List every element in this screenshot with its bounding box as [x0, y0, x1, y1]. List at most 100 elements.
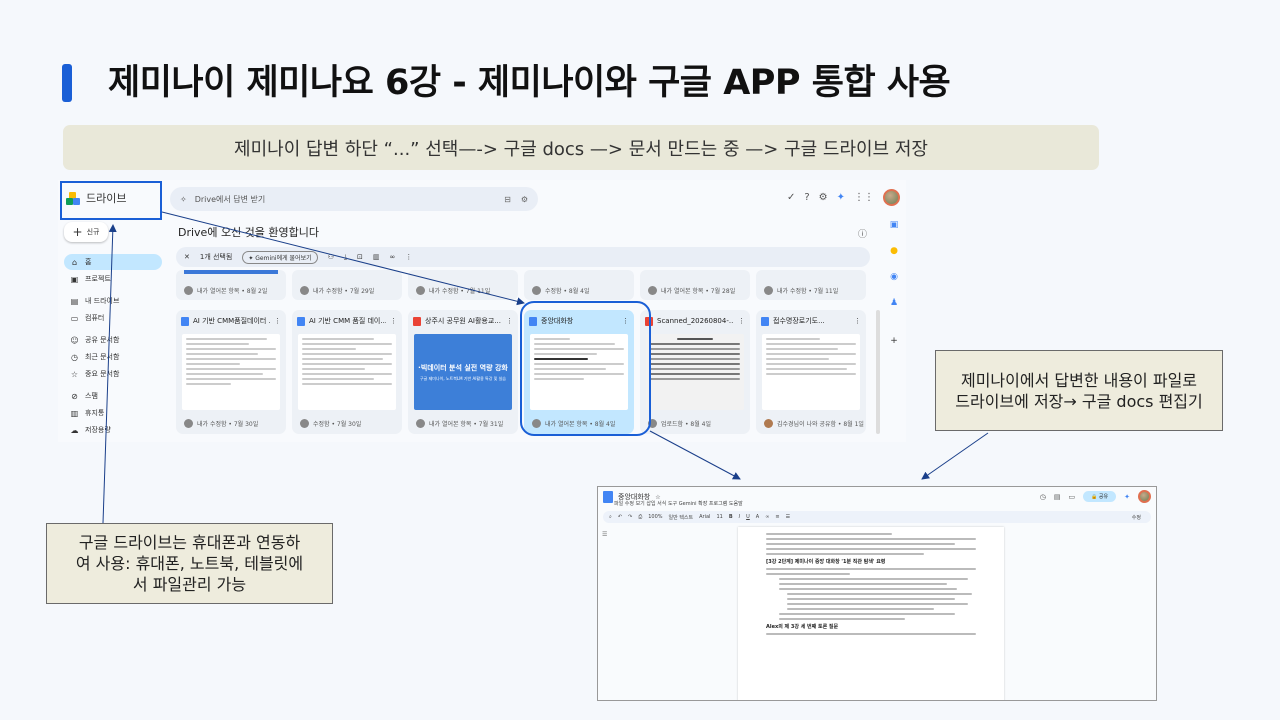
drive-logo[interactable]: 드라이브 [66, 190, 126, 206]
sidebar-item-trash[interactable]: ▥휴지통 [64, 405, 162, 421]
close-selection-icon[interactable]: ✕ [184, 253, 190, 261]
keep-icon[interactable]: ● [890, 246, 898, 256]
file-thumbnail [298, 334, 396, 410]
callout-text: 구글 드라이브는 휴대폰과 연동하여 사용: 휴대폰, 노트북, 테블릿에서 파… [75, 533, 304, 594]
undo-icon[interactable]: ↶ [617, 514, 623, 520]
underline-icon[interactable]: U [746, 514, 750, 520]
sidebar-item-projects[interactable]: ▣프로젝트 [64, 271, 162, 287]
download-icon[interactable]: ⤓ [343, 252, 348, 261]
star-icon[interactable]: ☆ [655, 493, 661, 501]
file-card[interactable]: 내가 열어본 항목 • 8월 2일 [176, 270, 286, 300]
mode-select[interactable]: 수정 [1131, 514, 1141, 521]
ready-offline-icon[interactable]: ✓ [786, 192, 796, 203]
file-thumbnail [762, 334, 860, 410]
sidebar-item-computers[interactable]: ▭컴퓨터 [64, 310, 162, 326]
docs-menu-bar[interactable]: 파일 수정 보기 삽입 서식 도구 Gemini 확장 프로그램 도움말 [614, 501, 743, 507]
style-select[interactable]: 일반 텍스트 [668, 514, 694, 521]
file-card[interactable]: 상주시 공무원 AI활용교...⋮ ·빅데이터 분석 실전 역량 강화 구글 제… [408, 310, 518, 434]
file-card-foot: 내가 열어본 항목 • 8월 4일 [545, 421, 616, 428]
docs-file-icon [761, 316, 769, 326]
font-size-field[interactable]: 11 [716, 514, 723, 520]
apps-grid-icon[interactable]: ⋮⋮ [854, 192, 874, 203]
doc-heading: [3강 2단계] 제미나이 중앙 대화창 '1분 직관 탐색' 요령 [766, 559, 886, 565]
selection-count: 1개 선택됨 [199, 253, 233, 261]
file-card[interactable]: 내가 열어본 항목 • 7월 28일 [640, 270, 750, 300]
more-icon[interactable]: ⋮ [622, 317, 629, 325]
meet-icon[interactable]: ▭ [1068, 492, 1076, 501]
outline-icon[interactable]: ☰ [602, 531, 608, 538]
sidebar-item-recent[interactable]: ◷최근 문서함 [64, 349, 162, 365]
align-icon[interactable]: ≡ [775, 514, 780, 520]
list-icon[interactable]: ☰ [785, 514, 791, 520]
more-icon[interactable]: ⋮ [274, 317, 281, 325]
file-card[interactable]: 내가 수정함 • 7월 11일 [408, 270, 518, 300]
search-tune-icon[interactable]: ⊟ [504, 194, 511, 204]
file-card-foot: 내가 수정함 • 7월 29일 [313, 288, 375, 295]
calendar-icon[interactable]: ▣ [889, 220, 899, 230]
italic-icon[interactable]: I [738, 514, 741, 520]
sidebar-item-label: 휴지통 [85, 409, 105, 417]
sidebar-item-starred[interactable]: ☆중요 문서함 [64, 366, 162, 382]
thumbnail-subtitle: 구글 제미나이, 노트북LM 기반 AI활용 특강 및 실습 [419, 375, 506, 381]
filter-icon[interactable]: ⚙ [520, 194, 528, 204]
file-card-selected[interactable]: 중앙대화창⋮ 내가 열어본 항목 • 8월 4일 [524, 310, 634, 434]
link-icon[interactable]: ∞ [389, 253, 396, 261]
print-icon[interactable]: ⎙ [638, 514, 643, 520]
avatar[interactable] [1138, 490, 1151, 503]
scrollbar[interactable] [876, 310, 880, 434]
link-icon[interactable]: ∞ [765, 514, 770, 520]
file-card[interactable]: AI 기반 CMM품질데이터 ...⋮ 내가 수정함 • 7월 30일 [176, 310, 286, 434]
text-color-icon[interactable]: A [755, 514, 760, 520]
drive-search-bar[interactable]: ✧ Drive에서 답변 받기 ⊟ ⚙ [170, 187, 538, 211]
sidebar-item-storage[interactable]: ☁저장용량 [64, 422, 162, 438]
contacts-icon[interactable]: ♟ [889, 298, 899, 308]
file-card[interactable]: 내가 수정함 • 7월 11일 [756, 270, 866, 300]
doc-title[interactable]: 중앙대화창 [618, 493, 651, 501]
ask-gemini-chip[interactable]: ✦ Gemini에게 물어보기 [242, 250, 318, 264]
share-person-icon[interactable]: ⚇ [327, 253, 334, 261]
share-button[interactable]: 🔒 공유 [1083, 491, 1117, 502]
file-card-title: AI 기반 CMM 품질 데이... [309, 317, 386, 325]
file-card[interactable]: 수정함 • 8월 4일 [524, 270, 634, 300]
more-icon[interactable]: ⋮ [854, 317, 861, 325]
settings-icon[interactable]: ⚙ [818, 192, 828, 203]
bold-icon[interactable]: B [728, 514, 733, 520]
file-card[interactable]: Scanned_20260804-...⋮ 업로드함 • 8월 4일 [640, 310, 750, 434]
drive-logo-icon [66, 191, 80, 205]
move-icon[interactable]: ⊡ [357, 253, 363, 261]
help-icon[interactable]: ? [804, 192, 810, 203]
search-menus-icon[interactable]: ⌕ [609, 514, 612, 520]
new-button[interactable]: + 신규 [64, 222, 108, 242]
add-addon-icon[interactable]: + [890, 336, 898, 346]
redo-icon[interactable]: ↷ [628, 514, 633, 520]
file-card[interactable]: 내가 수정함 • 7월 29일 [292, 270, 402, 300]
callout-docs-saved: 제미나이에서 답변한 내용이 파일로 드라이브에 저장→ 구글 docs 편집기 [935, 350, 1223, 431]
sidebar-item-label: 최근 문서함 [85, 353, 120, 361]
history-icon[interactable]: ◷ [1039, 492, 1046, 501]
sidebar-item-spam[interactable]: ⊘스팸 [64, 388, 162, 404]
gemini-icon[interactable]: ✦ [836, 192, 845, 203]
file-card-title: Scanned_20260804-... [657, 317, 734, 325]
sidebar-item-shared[interactable]: ☺공유 문서함 [64, 332, 162, 348]
font-select[interactable]: Arial [699, 514, 711, 520]
sidebar-item-home[interactable]: ⌂홈 [64, 254, 162, 270]
file-card-foot: 내가 수정함 • 7월 11일 [429, 288, 491, 295]
avatar[interactable] [883, 189, 900, 206]
info-icon[interactable]: ⓘ [858, 230, 868, 240]
comment-icon[interactable]: ▤ [1053, 492, 1061, 501]
more-icon[interactable]: ⋮ [390, 317, 397, 325]
gemini-icon[interactable]: ✦ [1124, 492, 1130, 501]
doc-heading: Alex의 제 3강 세 번째 토론 질문 [766, 624, 839, 630]
file-card[interactable]: AI 기반 CMM 품질 데이...⋮ 수정함 • 7월 30일 [292, 310, 402, 434]
arrow-callout-to-docs [921, 432, 989, 480]
more-icon[interactable]: ⋮ [738, 317, 745, 325]
tasks-icon[interactable]: ◉ [890, 272, 898, 282]
search-input[interactable]: Drive에서 답변 받기 [194, 194, 266, 204]
doc-page[interactable]: [3강 2단계] 제미나이 중앙 대화창 '1분 직관 탐색' 요령 Alex의… [738, 527, 1004, 700]
more-icon[interactable]: ⋮ [405, 253, 413, 261]
sidebar-item-my-drive[interactable]: ▤내 드라이브 [64, 293, 162, 309]
more-icon[interactable]: ⋮ [506, 317, 513, 325]
file-card[interactable]: 접수명장로기도...⋮ 김수경님이 나와 공유함 • 8월 1일 [756, 310, 866, 434]
delete-icon[interactable]: ▥ [372, 253, 380, 261]
zoom-select[interactable]: 100% [648, 514, 663, 520]
